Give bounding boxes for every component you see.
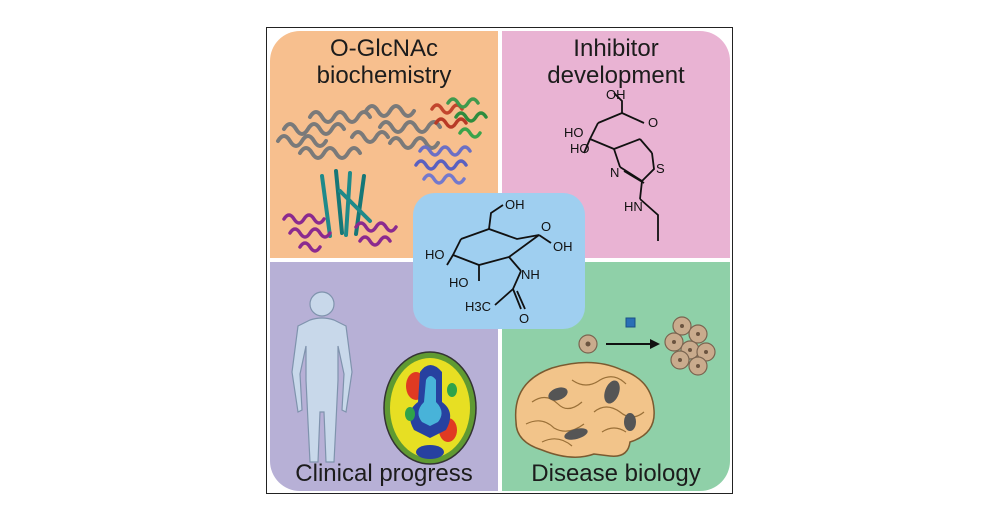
glcnac-center-box: OH HO HO O OH NH H3C O	[413, 193, 585, 329]
cell-proliferation-icon	[578, 316, 716, 376]
inhibitor-title-line1: Inhibitor	[573, 35, 659, 62]
disease-title: Disease biology	[531, 460, 701, 487]
glcnac-ho-left2: HO	[449, 275, 469, 290]
quadrant-inhibitor: Inhibitor development OH HO HO O N	[502, 31, 730, 258]
disease-illustration	[514, 316, 716, 458]
figure-frame: O-GlcNAc biochemistry	[266, 27, 733, 494]
glcnac-o-carbonyl: O	[519, 311, 529, 326]
human-silhouette-icon	[291, 291, 353, 463]
inhibitor-hn: HN	[624, 199, 643, 214]
inhibitor-s-ring: S	[656, 161, 665, 176]
inhibitor-ho-1: HO	[564, 125, 584, 140]
inhibitor-o-ring: O	[648, 115, 658, 130]
clinical-illustration	[291, 291, 477, 465]
inhibitor-oh-top: OH	[606, 87, 626, 102]
biochemistry-title-line2: biochemistry	[316, 62, 452, 89]
inhibitor-title-line2: development	[547, 62, 685, 89]
clinical-title: Clinical progress	[295, 460, 473, 487]
brain-scan-icon	[383, 351, 477, 465]
glcnac-structure: OH HO HO O OH NH H3C O	[425, 197, 573, 326]
protein-structures-illustration	[276, 97, 488, 253]
glcnac-ho-left: HO	[425, 247, 445, 262]
quadrant-biochemistry: O-GlcNAc biochemistry	[270, 31, 498, 258]
glcnac-oh-right: OH	[553, 239, 573, 254]
glcnac-oh-top: OH	[505, 197, 525, 212]
glcnac-o-ring: O	[541, 219, 551, 234]
glcnac-h3c: H3C	[465, 299, 491, 314]
glcnac-nh: NH	[521, 267, 540, 282]
inhibitor-ho-2: HO	[570, 141, 590, 156]
brain-icon	[514, 361, 655, 458]
inhibitor-n-ring: N	[610, 165, 619, 180]
biochemistry-title-line1: O-GlcNAc	[330, 35, 438, 62]
inhibitor-structure: OH HO HO O N S HN	[564, 87, 665, 241]
